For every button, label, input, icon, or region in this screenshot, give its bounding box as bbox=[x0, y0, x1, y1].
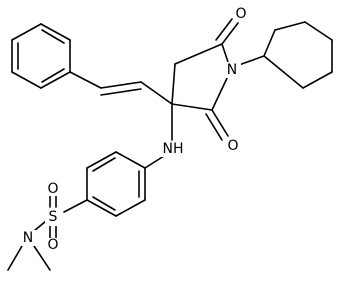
dimethylamine-group bbox=[7, 245, 51, 271]
atom-labels: N O O NH S O O N bbox=[21, 6, 248, 253]
cyclohexyl-ring bbox=[235, 21, 333, 89]
atom-s: S bbox=[49, 209, 58, 225]
atom-n-amine: N bbox=[23, 230, 33, 246]
atom-o-top: O bbox=[235, 6, 246, 22]
sulfonyl-group bbox=[33, 195, 88, 239]
atom-o-sulfonyl-upper: O bbox=[47, 181, 58, 197]
atom-o-sulfonyl-lower: O bbox=[47, 237, 58, 253]
succinimide-ring bbox=[171, 18, 239, 141]
atom-o-bottom: O bbox=[227, 138, 238, 154]
atom-n-imide: N bbox=[227, 62, 237, 78]
amine-linker bbox=[144, 103, 173, 169]
phenyl-ring-bottom bbox=[86, 151, 146, 217]
phenyl-ring-top bbox=[11, 23, 71, 89]
vinyl-linker bbox=[69, 71, 173, 105]
atom-nh: NH bbox=[163, 141, 184, 157]
